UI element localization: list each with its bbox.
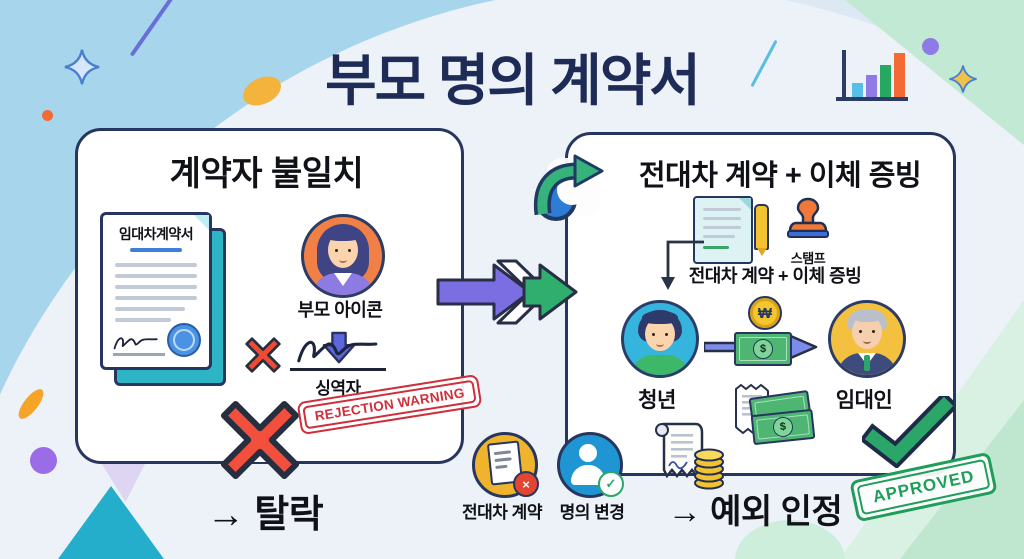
landlord-avatar-icon <box>828 300 906 378</box>
stamp-icon-label: 스탬프 <box>790 251 826 266</box>
check-badge-icon: ✓ <box>598 471 624 497</box>
document-title-rule <box>130 248 182 252</box>
youth-label: 청년 <box>638 389 676 412</box>
sublease-contract-badge-icon: × <box>472 432 539 498</box>
decor-purple-dot <box>922 38 939 55</box>
lease-document-icon: 임대차계약서 <box>100 212 230 386</box>
signature-icon <box>113 337 158 350</box>
decor-orange-dot <box>42 110 53 121</box>
parent-signature-underline <box>290 368 386 371</box>
mismatch-x-icon <box>245 337 281 373</box>
signature-underline <box>113 353 165 356</box>
parent-avatar-icon <box>301 214 385 298</box>
youth-avatar-icon <box>621 300 699 378</box>
border-gap <box>228 453 292 462</box>
rejection-x-icon <box>220 400 300 480</box>
transition-arrows-icon <box>436 259 578 325</box>
bar-chart-icon <box>836 50 908 101</box>
sparkle-icon <box>64 49 100 85</box>
parent-fringe <box>324 226 362 241</box>
page-title: 부모 명의 계약서 <box>325 49 701 112</box>
name-change-badge-label: 명의 변경 <box>559 503 625 522</box>
elbow-connector-arrow <box>661 240 704 290</box>
youth-fringe <box>642 311 678 324</box>
landlord-tie <box>864 355 870 371</box>
right-result-text: → 예외 인정 <box>667 493 843 531</box>
stamp-icon <box>787 197 829 238</box>
document-front-page: 임대차계약서 <box>100 212 212 370</box>
sublease-badge-label: 전대차 계약 <box>462 503 542 522</box>
left-result-text: → 탈락 <box>206 494 324 536</box>
won-coin-icon: ₩ <box>748 296 782 330</box>
pen-icon <box>754 204 769 250</box>
right-panel-header: 전대차 계약 + 이체 증빙 <box>638 160 922 192</box>
coin-stack-icon <box>694 448 724 490</box>
pen-tip <box>757 248 767 256</box>
approved-check-icon <box>862 396 954 468</box>
landlord-label: 임대인 <box>835 389 893 412</box>
parent-avatar-label: 부모 아이콘 <box>297 300 383 320</box>
left-panel-header: 계약자 불일치 <box>169 155 364 193</box>
x-badge-icon: × <box>513 471 539 497</box>
money-bill-icon: $ <box>734 332 792 366</box>
parent-signature-icon <box>297 340 378 363</box>
decor-purple-circle <box>30 447 57 474</box>
scroll-receipt-icon <box>655 422 704 479</box>
youth-body <box>631 355 689 375</box>
badge-person-head <box>579 444 597 462</box>
seal-icon <box>167 323 201 357</box>
document-title: 임대차계약서 <box>118 226 194 242</box>
name-change-badge-icon: ✓ <box>557 432 624 498</box>
contract-doc-icon <box>693 196 753 264</box>
parent-collar <box>334 273 352 286</box>
badge-person-body <box>571 465 605 485</box>
docs-caption: 전대차 계약 + 이체 증빙 <box>688 266 862 286</box>
return-arrow-icon <box>533 154 604 221</box>
sparkle-gold-icon <box>949 65 977 93</box>
